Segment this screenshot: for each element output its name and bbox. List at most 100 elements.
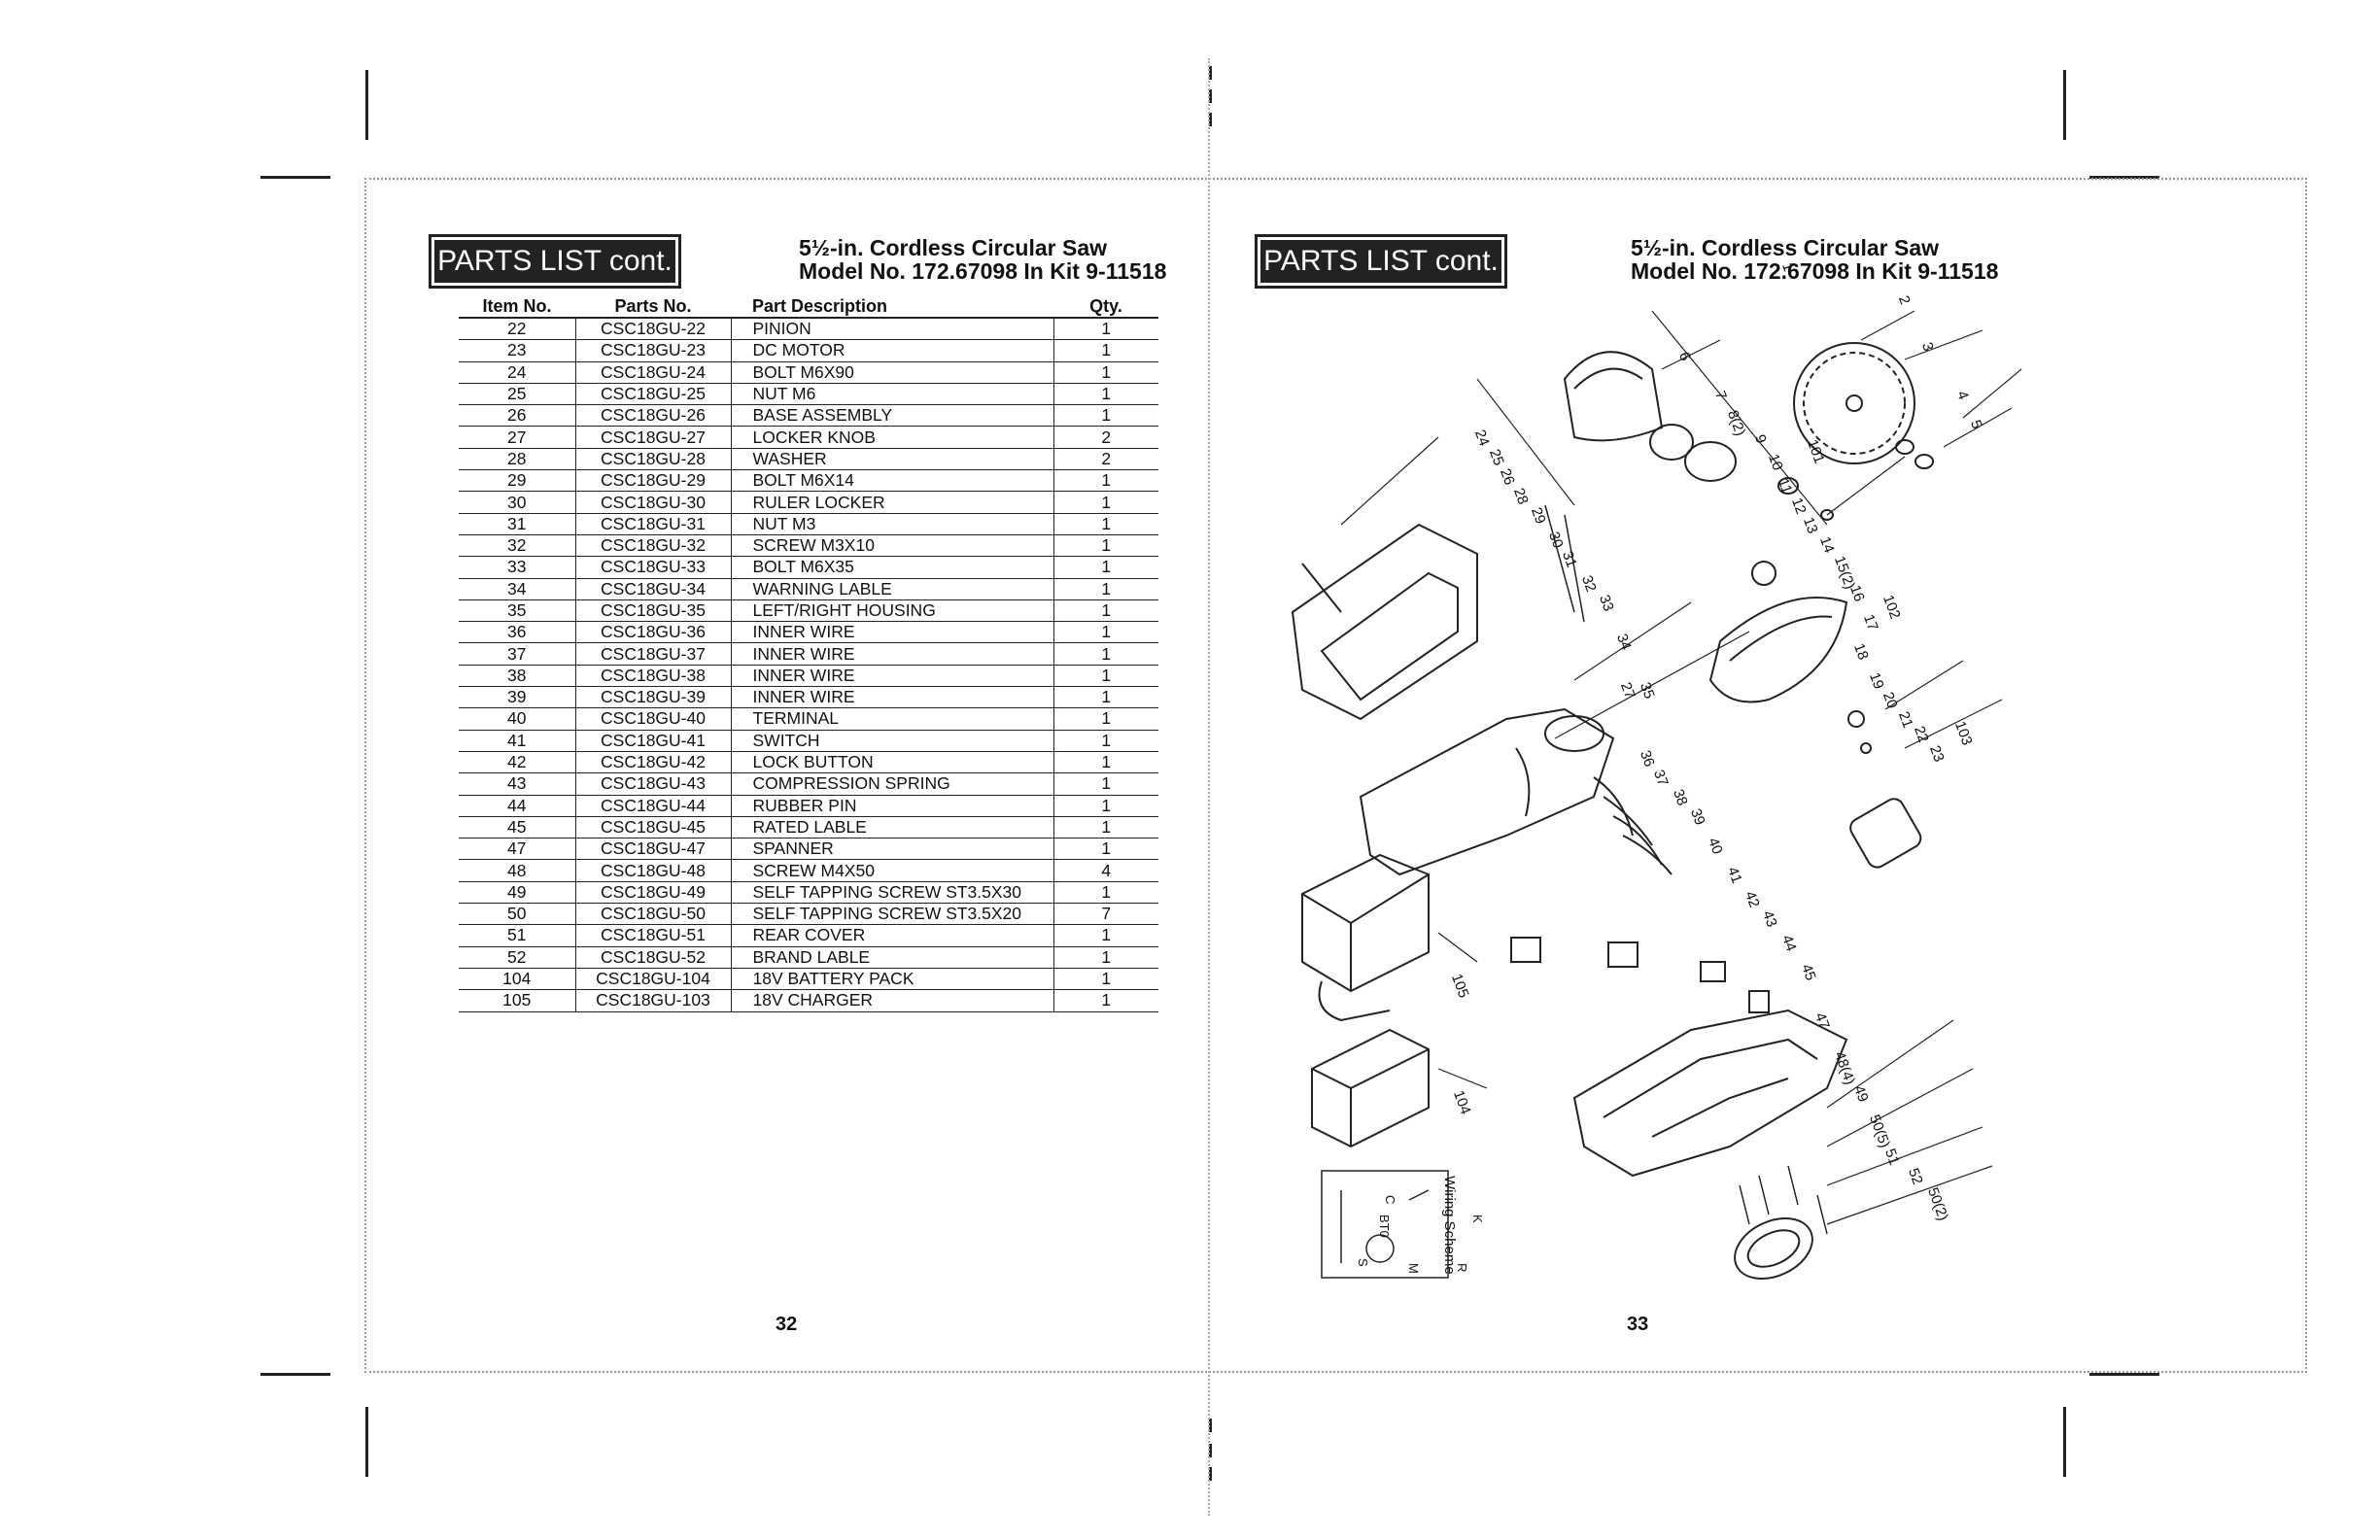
parts-no-cell: CSC18GU-104: [574, 968, 731, 991]
qty-cell: 1: [1052, 946, 1158, 969]
parts-no-cell: CSC18GU-38: [574, 665, 731, 688]
parts-no-cell: CSC18GU-50: [574, 903, 731, 926]
part-description-cell: 18V CHARGER: [730, 989, 1053, 1012]
lower-guard: [1708, 597, 1848, 703]
parts-no-cell: CSC18GU-37: [574, 642, 731, 666]
item-no-cell: 40: [459, 707, 575, 731]
parts-no-cell: CSC18GU-40: [574, 707, 731, 731]
upper-guard: [1563, 351, 1664, 442]
page-number: 32: [776, 1314, 798, 1335]
parts-no-cell: CSC18GU-42: [574, 751, 731, 774]
crop-mark: [365, 1407, 368, 1477]
qty-cell: 7: [1052, 903, 1158, 926]
item-no-cell: 48: [459, 859, 575, 882]
saw-blade: [1793, 342, 1915, 464]
item-no-cell: 26: [459, 404, 575, 428]
parts-no-cell: CSC18GU-51: [574, 924, 731, 947]
qty-cell: 1: [1052, 339, 1158, 362]
qty-cell: 2: [1052, 426, 1158, 449]
parts-no-cell: CSC18GU-34: [574, 578, 731, 600]
part-description-cell: BOLT M6X14: [730, 469, 1053, 493]
item-no-cell: 30: [459, 491, 575, 514]
crop-mark: [1209, 1444, 1212, 1457]
parts-no-cell: CSC18GU-43: [574, 772, 731, 796]
part-description-cell: BOLT M6X90: [730, 361, 1053, 384]
rear-cover: [1734, 1217, 1813, 1280]
item-no-cell: 50: [459, 903, 575, 926]
qty-cell: 1: [1052, 881, 1158, 905]
parts-no-cell: CSC18GU-26: [574, 404, 731, 428]
column-header: Item No.: [459, 295, 575, 319]
parts-no-cell: CSC18GU-52: [574, 946, 731, 969]
item-no-cell: 35: [459, 599, 575, 623]
item-no-cell: 105: [459, 989, 575, 1012]
wiring-part-label: K: [1470, 1215, 1485, 1223]
qty-cell: 1: [1052, 491, 1158, 514]
wiring-part-label: BT0: [1377, 1215, 1392, 1238]
motor-housing: [1359, 707, 1615, 876]
page-fold-line: [1208, 58, 1210, 1516]
qty-cell: 1: [1052, 989, 1158, 1012]
qty-cell: 1: [1052, 599, 1158, 623]
crop-mark: [260, 176, 330, 179]
part-description-cell: 18V BATTERY PACK: [730, 968, 1053, 991]
qty-cell: 2: [1052, 448, 1158, 471]
part-description-cell: INNER WIRE: [730, 686, 1053, 709]
item-no-cell: 49: [459, 881, 575, 905]
part-description-cell: RATED LABLE: [730, 816, 1053, 839]
parts-no-cell: CSC18GU-24: [574, 361, 731, 384]
parts-no-cell: CSC18GU-22: [574, 318, 731, 341]
qty-cell: 1: [1052, 383, 1158, 406]
item-no-cell: 28: [459, 448, 575, 471]
crop-mark: [2063, 70, 2066, 140]
item-no-cell: 43: [459, 772, 575, 796]
battery-pack: [1311, 1028, 1430, 1148]
switch-parts: [1510, 937, 1770, 1013]
wiring-scheme: [1321, 1170, 1449, 1279]
qty-cell: 1: [1052, 578, 1158, 600]
part-description-cell: LOCK BUTTON: [730, 751, 1053, 774]
page-frame: [364, 178, 2307, 1373]
title-line-2: Model No. 172.67098 In Kit 9-11518: [799, 258, 1167, 284]
item-no-cell: 39: [459, 686, 575, 709]
item-no-cell: 23: [459, 339, 575, 362]
parts-no-cell: CSC18GU-49: [574, 881, 731, 905]
part-description-cell: SELF TAPPING SCREW ST3.5X20: [730, 903, 1053, 926]
crop-mark: [260, 1373, 330, 1376]
part-description-cell: NUT M3: [730, 513, 1053, 535]
crop-mark: [1209, 66, 1212, 80]
crop-mark: [2063, 1407, 2066, 1477]
parts-no-cell: CSC18GU-30: [574, 491, 731, 514]
title-line-1: 5½-in. Cordless Circular Saw: [1631, 235, 1940, 260]
qty-cell: 1: [1052, 707, 1158, 731]
parts-no-cell: CSC18GU-25: [574, 383, 731, 406]
parts-no-cell: CSC18GU-35: [574, 599, 731, 623]
crop-mark: [365, 70, 368, 140]
item-no-cell: 29: [459, 469, 575, 493]
base-plate: [1291, 523, 1478, 721]
parts-no-cell: CSC18GU-41: [574, 730, 731, 752]
part-description-cell: LOCKER KNOB: [730, 426, 1053, 449]
parts-no-cell: CSC18GU-48: [574, 859, 731, 882]
parts-no-cell: CSC18GU-33: [574, 556, 731, 579]
parts-no-cell: CSC18GU-28: [574, 448, 731, 471]
parts-no-cell: CSC18GU-44: [574, 795, 731, 817]
part-description-cell: INNER WIRE: [730, 621, 1053, 644]
wiring-part-label: C: [1383, 1195, 1397, 1205]
part-description-cell: SWITCH: [730, 730, 1053, 752]
part-description-cell: SPANNER: [730, 838, 1053, 861]
parts-no-cell: CSC18GU-103: [574, 989, 731, 1012]
item-no-cell: 32: [459, 534, 575, 558]
part-description-cell: RUBBER PIN: [730, 795, 1053, 817]
